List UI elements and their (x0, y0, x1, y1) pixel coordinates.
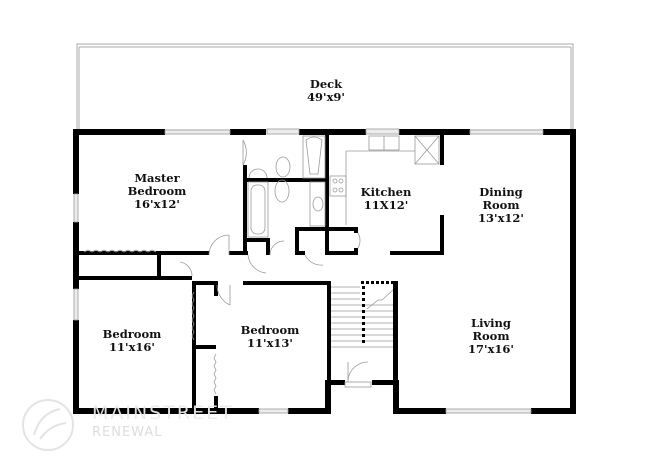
room-label-bedroom-3: Bedroom 11'x13' (241, 324, 300, 350)
room-name-line: Living (471, 316, 511, 330)
room-label-dining-room: Dining Room 13'x12' (478, 186, 524, 225)
room-name-line: Kitchen (360, 185, 412, 199)
room-label-living-room: Living Room 17'x16' (468, 317, 514, 356)
room-dimensions: 49'x9' (307, 90, 345, 104)
fixtures (247, 135, 440, 238)
room-label-master-bedroom: Master Bedroom 16'x12' (128, 172, 187, 211)
room-name-line: Bedroom (102, 327, 162, 341)
room-dimensions: 13'x12' (478, 211, 524, 225)
room-dimensions: 16'x12' (134, 197, 180, 211)
room-dimensions: 11'x13' (247, 336, 293, 350)
room-name: Deck (309, 77, 343, 91)
room-name-line: Master (134, 171, 180, 185)
room-name-line: Room (482, 198, 520, 212)
room-dimensions: 17'x16' (468, 342, 514, 356)
room-name-line: Dining (479, 185, 523, 199)
windows (73, 128, 544, 414)
door-swings (179, 139, 372, 388)
watermark-logo-icon (22, 399, 74, 451)
closet-bifold-doors (83, 249, 217, 395)
watermark: MAINSTREET RENEWAL (20, 395, 280, 455)
interior-walls (79, 135, 444, 410)
room-label-bedroom-2: Bedroom 11'x16' (103, 328, 162, 354)
exterior-walls (73, 129, 576, 414)
room-dimensions: 11X12' (363, 198, 409, 212)
stairs (331, 281, 394, 348)
room-name-line: Room (472, 329, 510, 343)
watermark-brand-line1: MAINSTREET (92, 402, 234, 424)
room-name-line: Bedroom (127, 184, 187, 198)
room-name-line: Bedroom (240, 323, 300, 337)
room-label-deck: Deck 49'x9' (307, 78, 345, 104)
watermark-brand-line2: RENEWAL (92, 425, 163, 440)
room-label-kitchen: Kitchen 11X12' (361, 186, 412, 212)
room-dimensions: 11'x16' (109, 340, 155, 354)
